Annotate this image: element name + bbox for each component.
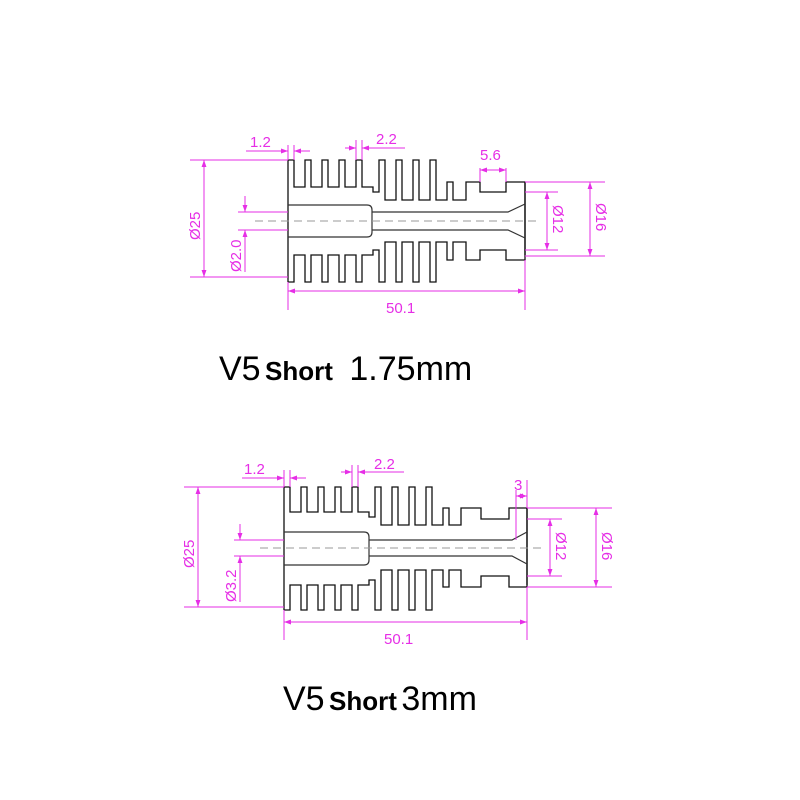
svg-text:Ø3.2: Ø3.2 bbox=[223, 569, 240, 602]
dim-tip-diameter: Ø16 bbox=[527, 507, 615, 588]
dim-outer-diameter: Ø25 bbox=[181, 486, 284, 608]
caption-model: V5 bbox=[283, 680, 325, 718]
svg-text:Ø25: Ø25 bbox=[187, 212, 204, 240]
svg-text:Ø16: Ø16 bbox=[592, 203, 609, 231]
dim-total-length: 50.1 bbox=[287, 260, 526, 317]
dim-tip-diameter: Ø16 bbox=[525, 181, 609, 257]
dim-fin-thickness: 1.2 bbox=[246, 134, 310, 160]
caption-filament: 3mm bbox=[401, 680, 477, 718]
svg-text:Ø16: Ø16 bbox=[598, 532, 615, 560]
dim-neck-diameter: Ø12 bbox=[527, 518, 569, 577]
heatsink-outline-bottom bbox=[284, 508, 528, 611]
svg-text:3: 3 bbox=[514, 477, 522, 494]
dim-tip-length: 5.6 bbox=[479, 147, 507, 182]
caption-variant: Short bbox=[329, 686, 397, 716]
caption-1-75mm: V5 Short 1.75mm bbox=[219, 350, 472, 389]
dim-fin-gap: 2.2 bbox=[345, 131, 405, 160]
dim-total-length: 50.1 bbox=[283, 587, 528, 648]
heatsink-drawing-3mm: 1.2 2.2 3 Ø25 Ø3.2 bbox=[181, 456, 615, 648]
dim-bore-diameter: Ø3.2 bbox=[223, 524, 284, 602]
heatsink-outline-bottom bbox=[288, 182, 526, 283]
dim-outer-diameter: Ø25 bbox=[187, 159, 288, 278]
svg-text:Ø2.0: Ø2.0 bbox=[228, 239, 245, 272]
svg-text:2.2: 2.2 bbox=[374, 456, 395, 473]
svg-text:Ø12: Ø12 bbox=[549, 205, 566, 233]
svg-text:1.2: 1.2 bbox=[250, 134, 271, 151]
caption-3mm: V5 Short 3mm bbox=[283, 680, 477, 719]
svg-text:50.1: 50.1 bbox=[386, 300, 415, 317]
svg-text:50.1: 50.1 bbox=[384, 631, 413, 648]
svg-text:Ø25: Ø25 bbox=[181, 540, 198, 568]
dim-fin-thickness: 1.2 bbox=[242, 461, 306, 487]
dim-fin-gap: 2.2 bbox=[341, 456, 404, 487]
caption-filament: 1.75mm bbox=[349, 350, 473, 388]
svg-text:1.2: 1.2 bbox=[244, 461, 265, 478]
dim-bore-diameter: Ø2.0 bbox=[228, 196, 288, 272]
caption-variant: Short bbox=[265, 356, 333, 386]
caption-model: V5 bbox=[219, 350, 261, 388]
heatsink-drawing-1-75mm: 1.2 2.2 5.6 Ø25 bbox=[187, 131, 609, 317]
dim-tip-length: 3 bbox=[514, 477, 528, 540]
svg-text:2.2: 2.2 bbox=[376, 131, 397, 148]
dim-neck-diameter: Ø12 bbox=[525, 191, 566, 251]
svg-text:5.6: 5.6 bbox=[480, 147, 501, 164]
svg-text:Ø12: Ø12 bbox=[552, 532, 569, 560]
heatsink-outline-top bbox=[283, 486, 528, 610]
